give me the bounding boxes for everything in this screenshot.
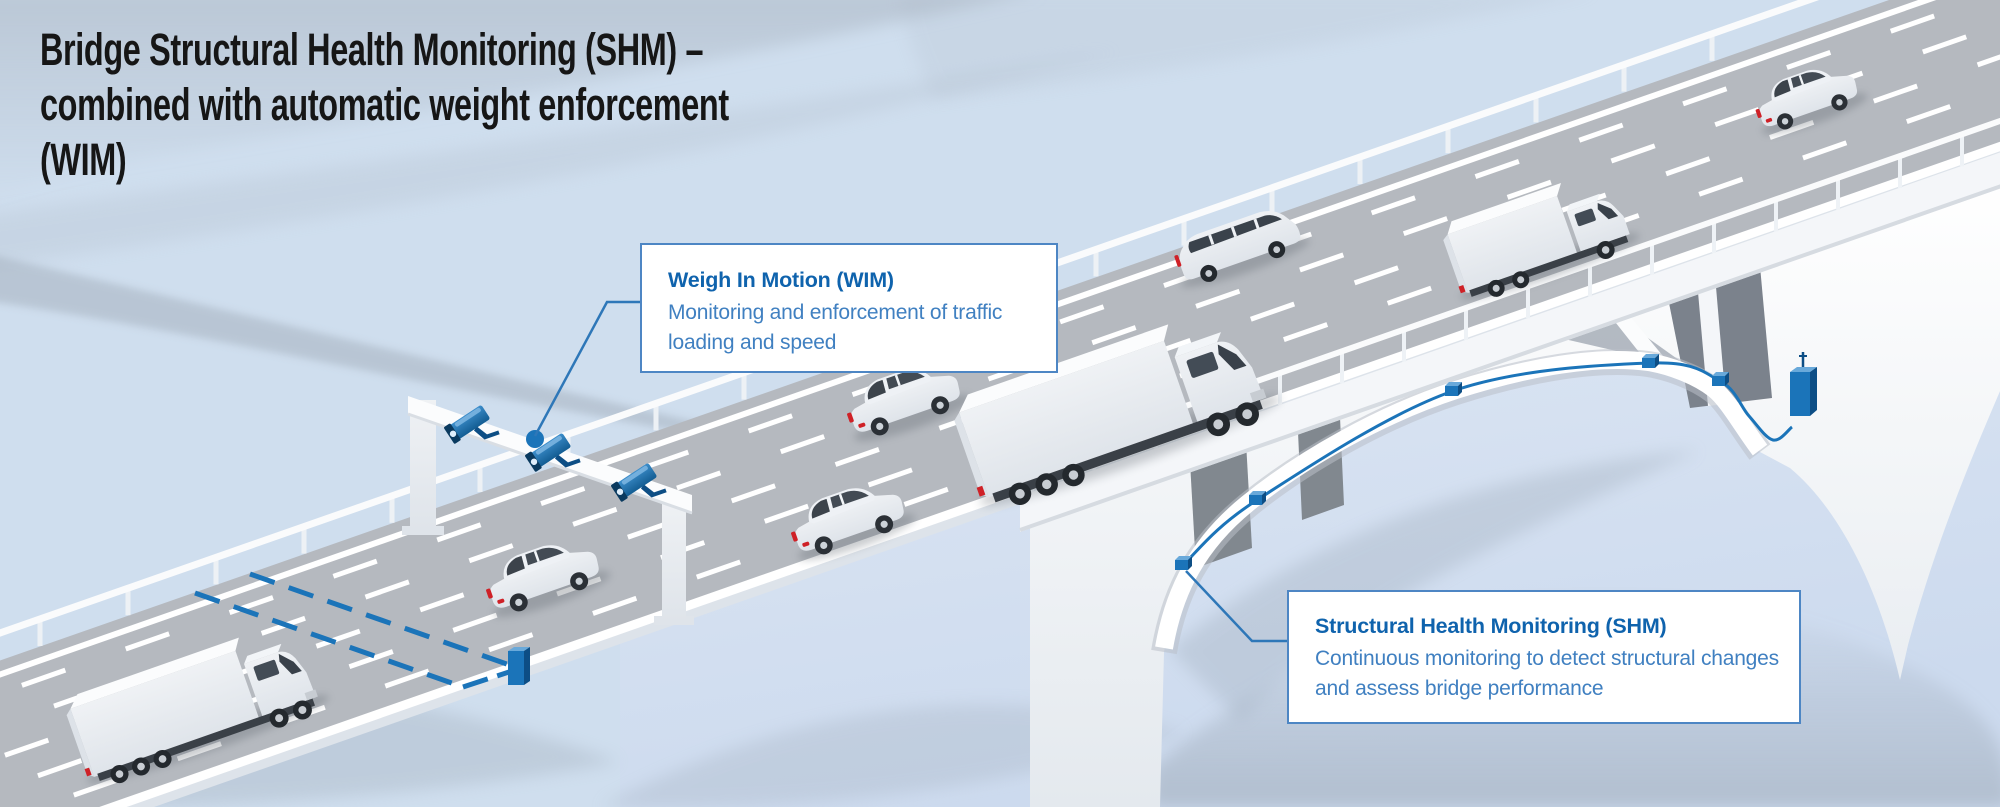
callout-shm-body: Continuous monitoring to detect structur…	[1315, 647, 1779, 700]
shm-sensor-icon	[1642, 354, 1659, 368]
callout-shm: Structural Health Monitoring (SHM) Conti…	[1287, 590, 1801, 724]
callout-wim-body: Monitoring and enforcement of traffic lo…	[668, 301, 1003, 354]
callout-shm-title: Structural Health Monitoring (SHM)	[1315, 614, 1667, 638]
shm-sensor-icon	[1249, 491, 1266, 505]
shm-sensor-icon	[1445, 382, 1462, 396]
callout-wim: Weigh In Motion (WIM) Monitoring and enf…	[640, 243, 1058, 373]
wim-road-sensor-strips	[194, 571, 519, 690]
wim-roadside-cabinet-icon	[508, 647, 530, 685]
shm-leader-line	[1185, 570, 1289, 643]
wim-leader-line	[533, 300, 641, 437]
callout-wim-title: Weigh In Motion (WIM)	[668, 268, 894, 292]
fascia-shadow-line	[1019, 184, 2000, 532]
shm-sensor-icon	[1712, 372, 1729, 386]
wim-camera-system	[439, 400, 667, 685]
shm-sensor-icon	[1175, 556, 1192, 570]
callout-leaders	[533, 300, 1289, 643]
gantry-right-post	[662, 497, 686, 622]
bridge-deck-fascia	[1020, 152, 2000, 532]
shm-sensor-system	[1175, 350, 1819, 570]
wim-leader-dot	[526, 430, 544, 448]
sky-swooshes	[0, 0, 1553, 463]
